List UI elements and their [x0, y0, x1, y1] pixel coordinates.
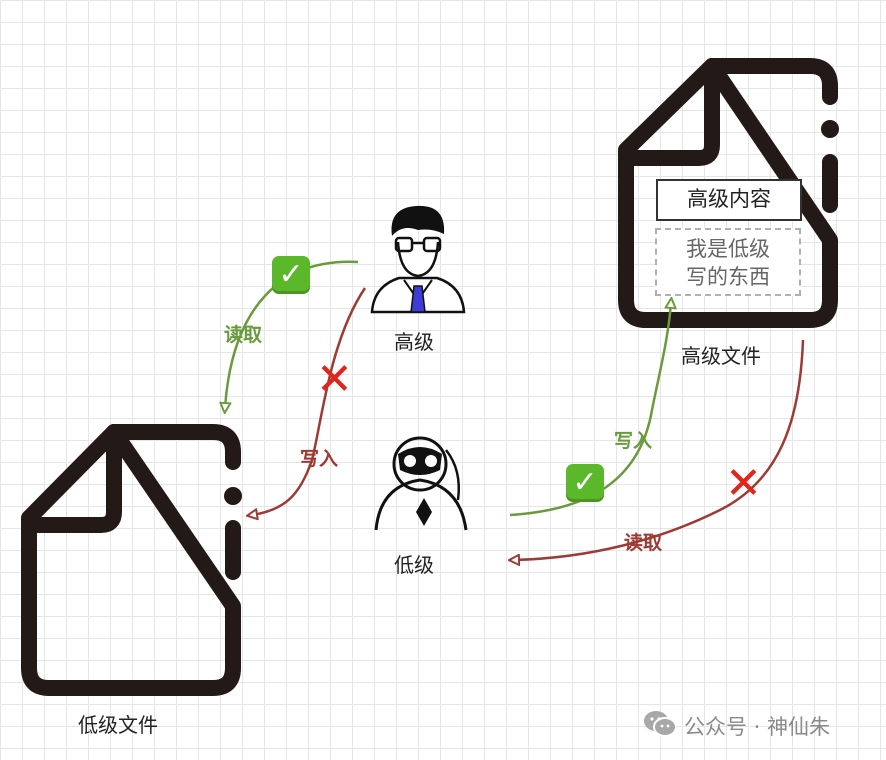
high-content-text: 高级内容 — [687, 187, 771, 211]
low-user-label: 低级 — [394, 553, 434, 577]
edge-label-low-read-high: 读取 — [624, 532, 663, 554]
edge-label-low-write-high: 写入 — [614, 430, 653, 452]
high-user-label: 高级 — [394, 330, 434, 354]
high-content-box: 高级内容 — [656, 179, 802, 221]
edge-low-read-high — [514, 339, 805, 560]
edge-high-write-low — [252, 287, 367, 515]
high-file-label: 高级文件 — [681, 344, 761, 368]
denied-cross-icon: ✕ — [316, 354, 353, 405]
low-content-line2: 写的东西 — [686, 265, 770, 289]
wechat-icon — [644, 711, 677, 737]
watermark-text: 公众号 · 神仙朱 — [684, 715, 831, 739]
low-file-dot — [224, 487, 242, 505]
low-file-icon — [21, 424, 241, 696]
high-user-icon — [370, 205, 466, 314]
edge-label-high-read-low: 读取 — [224, 324, 263, 346]
low-file-label: 低级文件 — [78, 713, 158, 737]
edge-label-high-write-low: 写入 — [300, 448, 339, 470]
edge-high-read-low — [225, 260, 359, 408]
low-user-icon — [374, 436, 468, 531]
high-file-dot — [821, 120, 839, 138]
allowed-check-icon: ✓ — [272, 256, 310, 294]
low-content-line1: 我是低级 — [686, 237, 770, 261]
high-file-icon — [618, 58, 838, 328]
allowed-check-icon: ✓ — [566, 464, 604, 502]
denied-cross-icon: ✕ — [725, 458, 762, 509]
edge-low-write-high — [509, 303, 671, 517]
low-content-box: 我是低级 写的东西 — [655, 228, 801, 296]
